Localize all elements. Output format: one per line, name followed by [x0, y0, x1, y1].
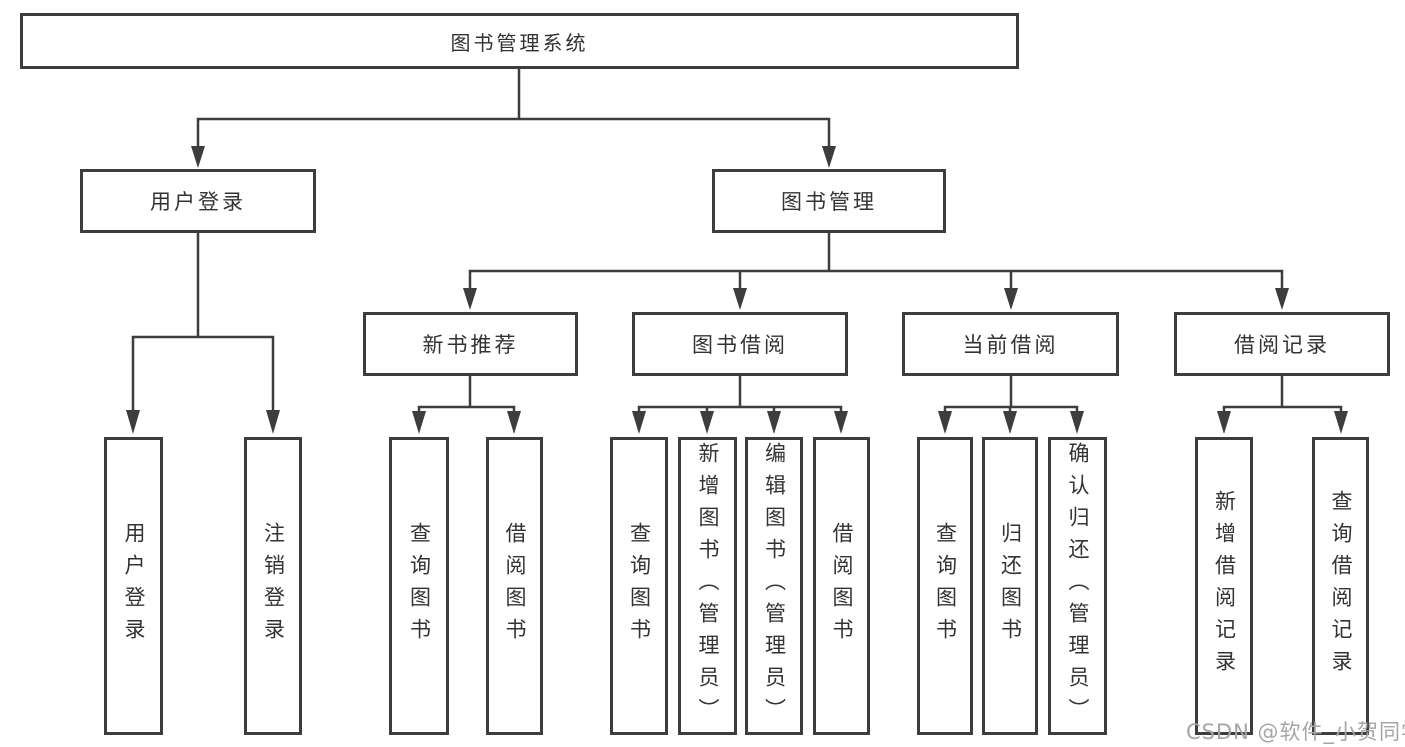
node-query-books-recommend: 查询图书	[389, 437, 449, 735]
node-add-book-admin: 新增图书（管理员）	[678, 437, 737, 735]
node-user-login-branch: 用户登录	[80, 169, 316, 233]
node-current-borrow: 当前借阅	[902, 312, 1119, 376]
node-confirm-return-admin: 确认归还（管理员）	[1048, 437, 1107, 735]
node-borrow-books-recommend: 借阅图书	[486, 437, 543, 735]
node-book-management-branch: 图书管理	[712, 169, 946, 233]
node-query-borrow-record: 查询借阅记录	[1312, 437, 1369, 735]
node-borrow-books-leaf: 借阅图书	[813, 437, 870, 735]
node-new-book-recommend: 新书推荐	[363, 312, 578, 376]
node-query-books-current: 查询图书	[917, 437, 973, 735]
node-return-book: 归还图书	[982, 437, 1038, 735]
node-login-leaf: 用户登录	[104, 437, 163, 735]
node-logout-leaf: 注销登录	[244, 437, 302, 735]
node-add-borrow-record: 新增借阅记录	[1195, 437, 1253, 735]
node-borrow-records: 借阅记录	[1174, 312, 1390, 376]
node-edit-book-admin: 编辑图书（管理员）	[745, 437, 803, 735]
csdn-watermark: CSDN @软件_小贺同学	[1186, 720, 1405, 744]
node-root-system: 图书管理系统	[20, 13, 1019, 69]
node-query-books-borrow: 查询图书	[610, 437, 668, 735]
node-book-borrow: 图书借阅	[632, 312, 848, 376]
